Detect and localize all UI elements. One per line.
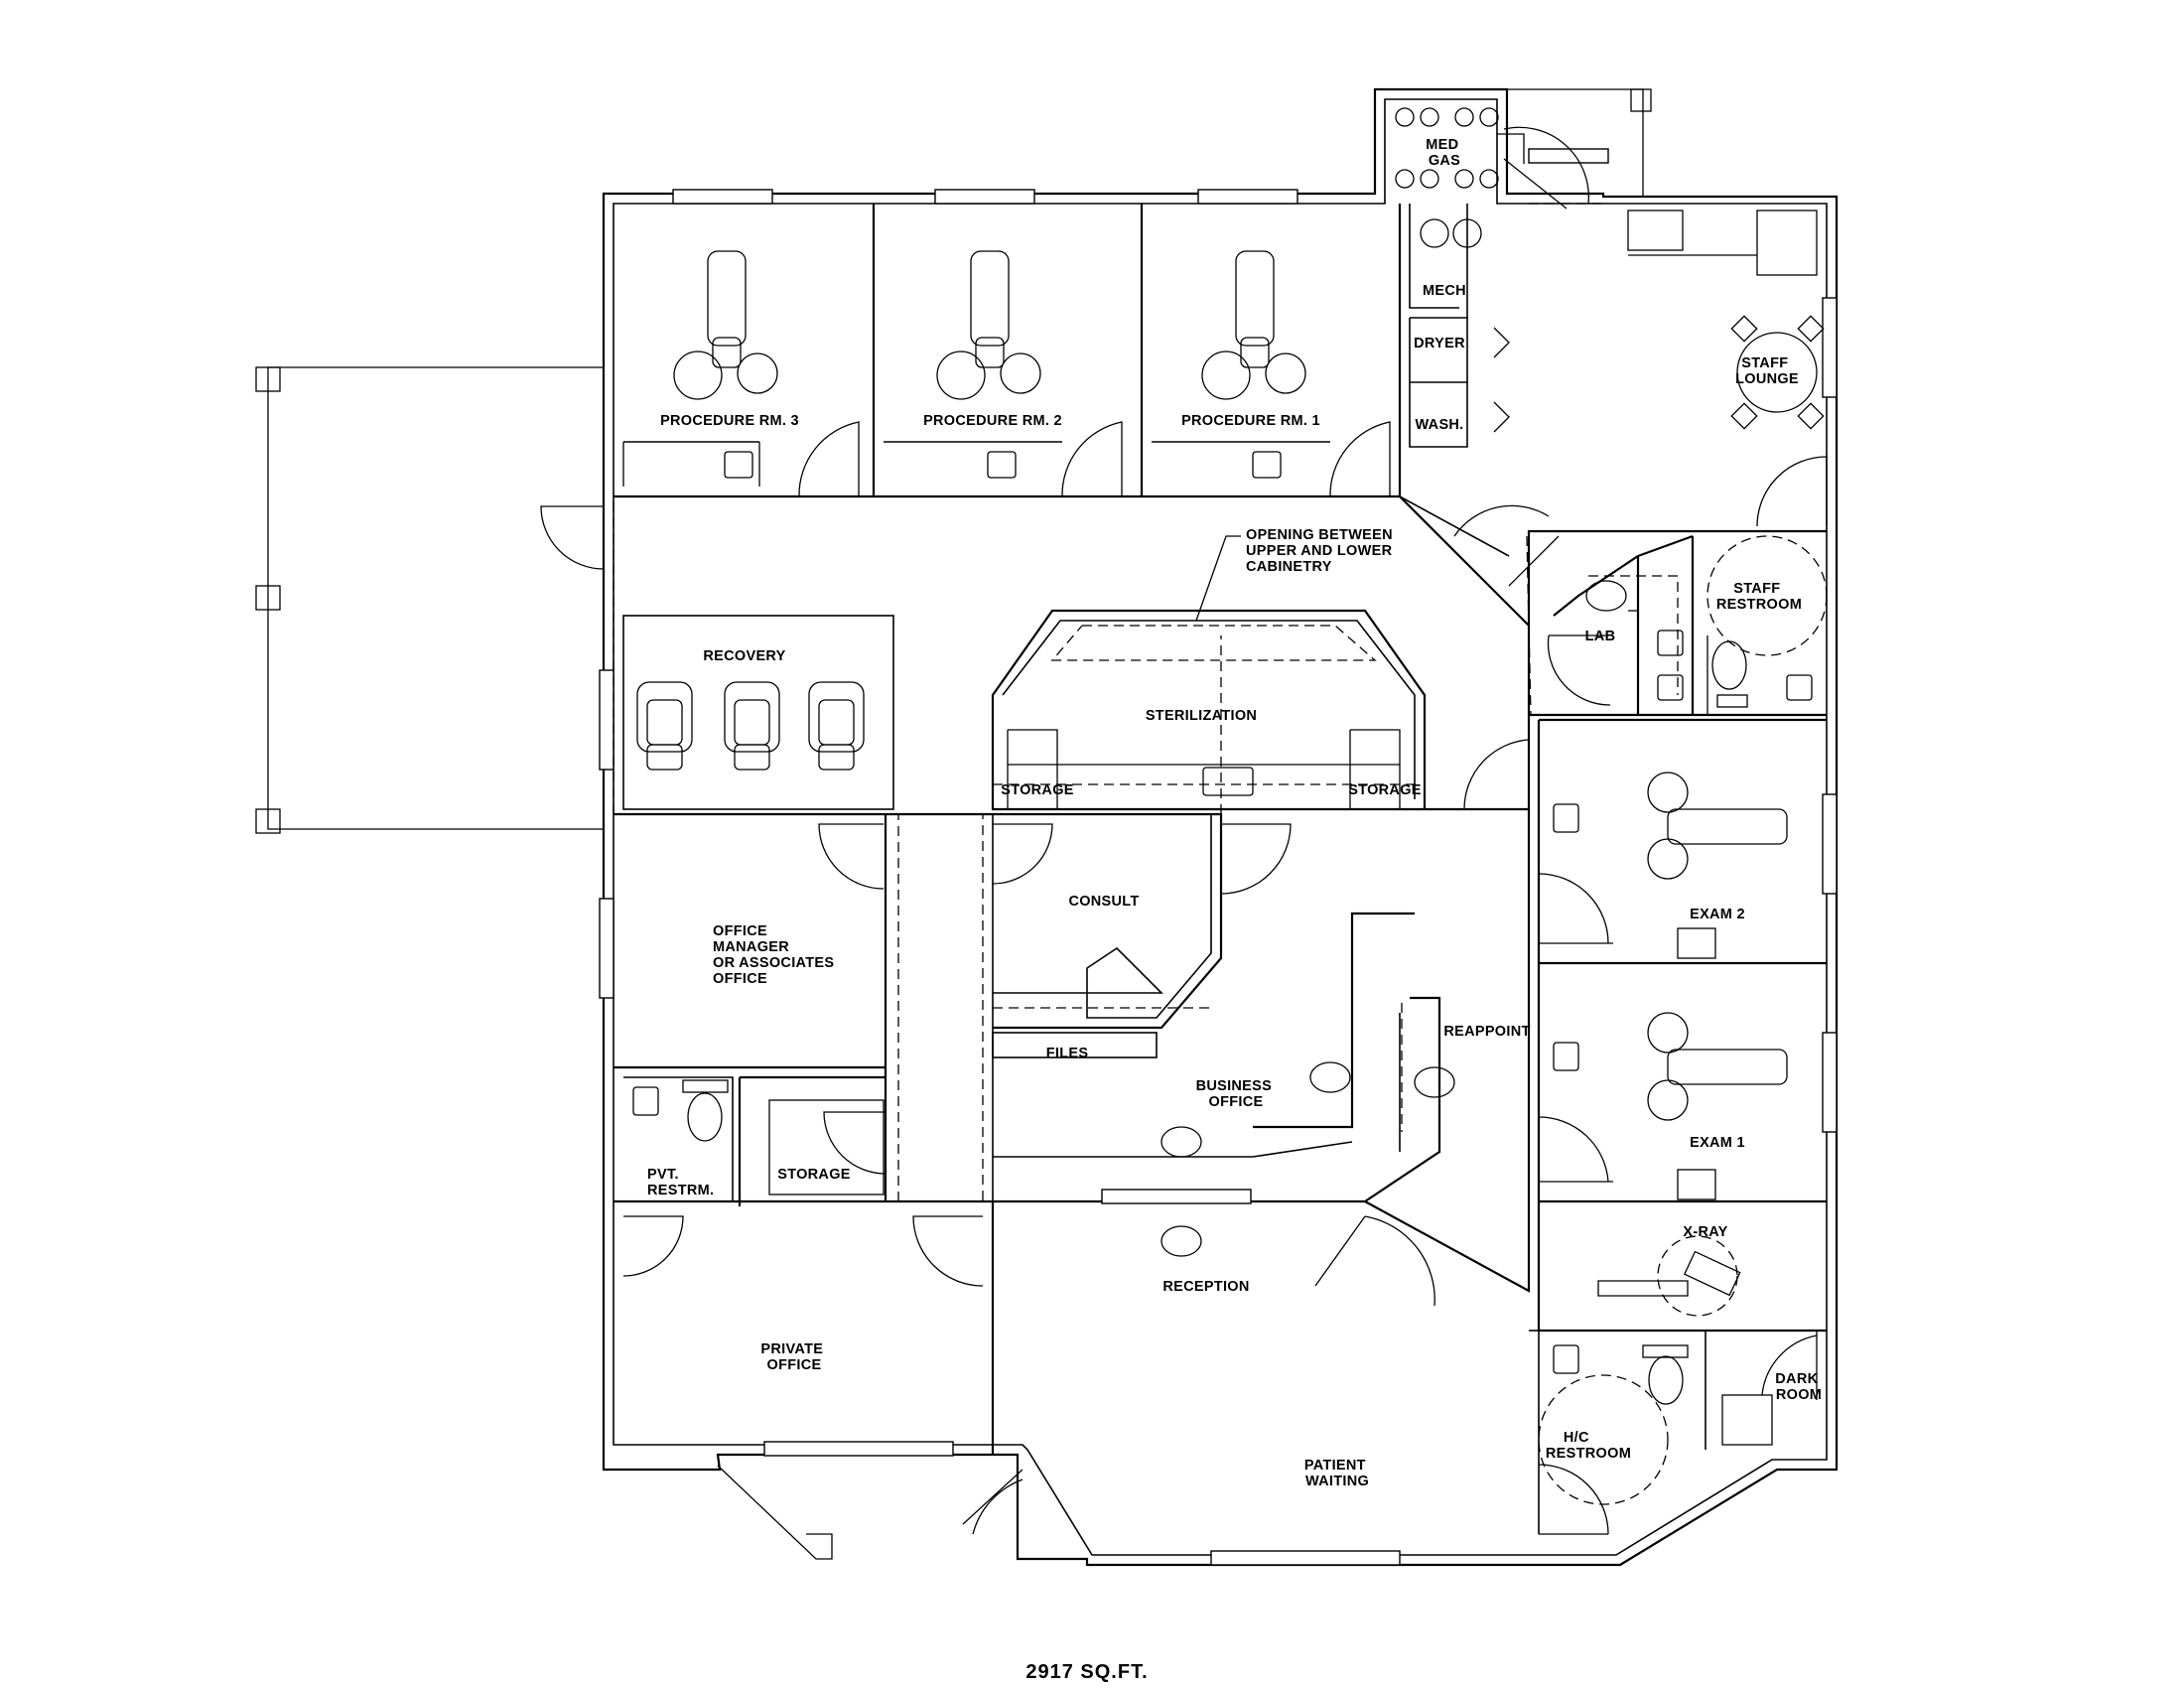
label-pvt-restroom: PVT. RESTRM.	[647, 1167, 714, 1198]
doors	[540, 126, 1828, 1535]
toilet-icon	[682, 535, 1828, 1505]
dental-chair	[936, 250, 1041, 400]
label-reception: RECEPTION	[1162, 1279, 1249, 1295]
label-opening-note: OPENING BETWEEN UPPER AND LOWER CABINETR…	[1246, 527, 1397, 575]
recovery-chair	[636, 681, 693, 771]
label-private-office: PRIVATE OFFICE	[760, 1341, 827, 1373]
label-reappoint: REAPPOINT	[1443, 1024, 1530, 1040]
label-files: FILES	[1046, 1046, 1089, 1061]
label-storage-left: STORAGE	[1001, 782, 1074, 798]
fixtures	[622, 107, 1828, 1505]
label-office-manager: OFFICE MANAGER OR ASSOCIATES OFFICE	[713, 923, 839, 987]
recovery-chair	[808, 681, 865, 771]
room-labels: MED GAS MECH DRYER WASH. STAFF LOUNGE PR…	[647, 137, 1822, 1489]
operator-seat	[1160, 580, 1627, 1257]
label-wash: WASH.	[1415, 417, 1463, 433]
label-patient-waiting: PATIENT WAITING	[1304, 1458, 1370, 1489]
exam-chair	[1647, 772, 1788, 959]
exterior-walls	[602, 87, 1839, 1567]
label-exam-2: EXAM 2	[1690, 907, 1745, 922]
label-procedure-3: PROCEDURE RM. 3	[660, 413, 799, 429]
label-staff-restroom: STAFF RESTROOM	[1716, 581, 1802, 613]
area-label: 2917 SQ.FT.	[1025, 1661, 1148, 1683]
label-exam-1: EXAM 1	[1690, 1135, 1745, 1151]
label-lab: LAB	[1585, 629, 1616, 644]
label-sterilization: STERILIZATION	[1146, 708, 1257, 724]
dental-chair	[1201, 250, 1306, 400]
label-dark-room: DARK ROOM	[1775, 1371, 1822, 1403]
lounge-table	[1730, 315, 1825, 430]
note-leader	[1195, 535, 1241, 622]
label-storage-lower: STORAGE	[777, 1167, 851, 1183]
label-business-office: BUSINESS OFFICE	[1196, 1078, 1277, 1110]
label-dryer: DRYER	[1414, 336, 1465, 352]
gas-cylinder-icon	[1395, 107, 1499, 189]
label-hc-restroom: H/C RESTROOM	[1546, 1430, 1631, 1462]
interior-walls	[614, 204, 1827, 1534]
label-med-gas: MED GAS	[1426, 137, 1462, 169]
label-storage-right: STORAGE	[1348, 782, 1422, 798]
label-mech: MECH	[1423, 283, 1466, 299]
label-xray: X-RAY	[1683, 1224, 1727, 1240]
sink-icon	[632, 451, 1813, 1374]
label-recovery: RECOVERY	[703, 648, 785, 664]
hidden-lines	[613, 203, 1679, 1202]
recovery-chair	[724, 681, 780, 771]
label-staff-lounge: STAFF LOUNGE	[1735, 355, 1799, 387]
label-consult: CONSULT	[1068, 894, 1139, 910]
dental-chair	[673, 250, 778, 400]
left-canopy	[255, 366, 604, 834]
label-procedure-1: PROCEDURE RM. 1	[1181, 413, 1320, 429]
windows	[599, 148, 1838, 1566]
label-procedure-2: PROCEDURE RM. 2	[923, 413, 1062, 429]
exam-chair	[1647, 1012, 1788, 1200]
